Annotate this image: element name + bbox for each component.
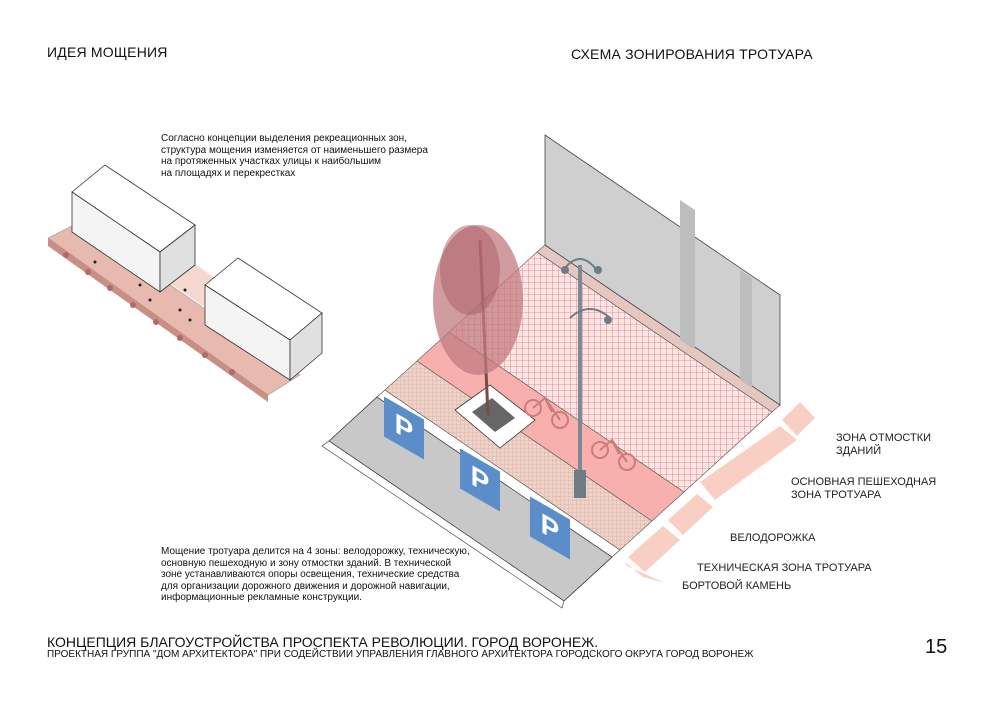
legend-bar-bike [668, 494, 713, 535]
legend-bar-otmostka [782, 402, 815, 436]
legend-label-curb: БОРТОВОЙ КАМЕНЬ [682, 580, 792, 592]
zoning-text: Мощение тротуара делится на 4 зоны: вело… [161, 546, 470, 603]
legend-bar-tech [628, 526, 680, 572]
legend-label-tech: ТЕХНИЧЕСКАЯ ЗОНА ТРОТУАРА [697, 562, 872, 574]
footer-title: КОНЦЕПЦИЯ БЛАГОУСТРОЙСТВА ПРОСПЕКТА РЕВО… [47, 634, 599, 650]
page-number: 15 [925, 636, 948, 658]
footer-subtitle: ПРОЕКТНАЯ ГРУППА "ДОМ АРХИТЕКТОРА" ПРИ С… [47, 649, 754, 660]
legend-bar-pedestrian [700, 426, 797, 500]
left-heading: ИДЕЯ МОЩЕНИЯ [47, 44, 168, 60]
legend-label-pedestrian: ОСНОВНАЯ ПЕШЕХОДНАЯ ЗОНА ТРОТУАРА [791, 476, 937, 501]
paving-idea-text: Согласно концепции выделения рекреационн… [161, 133, 428, 179]
legend-label-bike: ВЕЛОДОРОЖКА [730, 532, 816, 544]
legend-label-otmostka: ЗОНА ОТМОСТКИ ЗДАНИЙ [836, 432, 932, 457]
right-heading: СХЕМА ЗОНИРОВАНИЯ ТРОТУАРА [571, 46, 813, 62]
